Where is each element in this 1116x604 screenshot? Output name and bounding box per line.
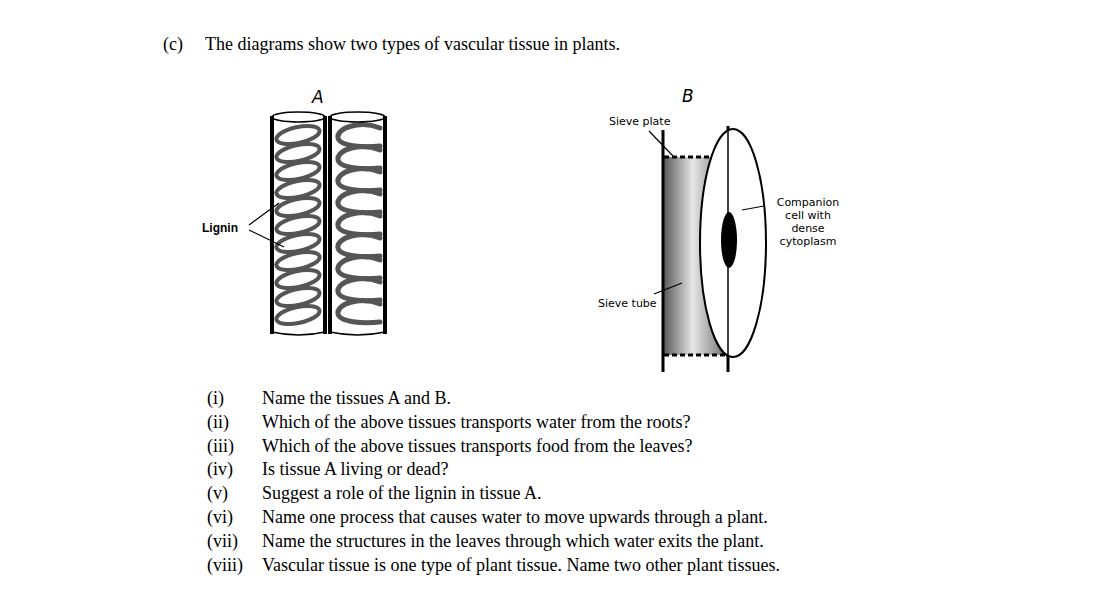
xylem-vessels [272,112,385,335]
question-number: (iii) [207,436,234,456]
tissue-letter: B [682,86,694,106]
question-number: (viii) [207,555,243,575]
question-text: Is tissue A living or dead? [262,459,448,479]
part-label: Companion cell with dense cytoplasm [768,196,848,248]
question-number: (iv) [207,459,233,479]
question-text: Suggest a role of the lignin in tissue A… [262,483,541,503]
question-number: (ii) [207,412,229,432]
question-text: Name one process that causes water to mo… [262,507,768,527]
tissue-letter: A [312,87,324,107]
question-text: Vascular tissue is one type of plant tis… [262,555,780,575]
part-label: Lignin [202,221,238,235]
question-number: (vii) [207,531,238,551]
question-text: Name the structures in the leaves throug… [262,531,764,551]
phloem-sieve-tube [663,126,766,372]
heading-text: The diagrams show two types of vascular … [205,34,620,54]
question-text: Name the tissues A and B. [262,388,451,408]
part-label: Sieve tube [598,297,657,310]
lignin-leaders [249,203,284,247]
question-number: (i) [207,388,224,408]
phloem-leaders [649,131,764,294]
question-number: (v) [207,483,228,503]
part-letter: (c) [163,34,183,54]
question-number: (vi) [207,507,233,527]
part-label: Sieve plate [609,115,670,128]
question-text: Which of the above tissues transports fo… [262,436,692,456]
question-text: Which of the above tissues transports wa… [262,412,690,432]
